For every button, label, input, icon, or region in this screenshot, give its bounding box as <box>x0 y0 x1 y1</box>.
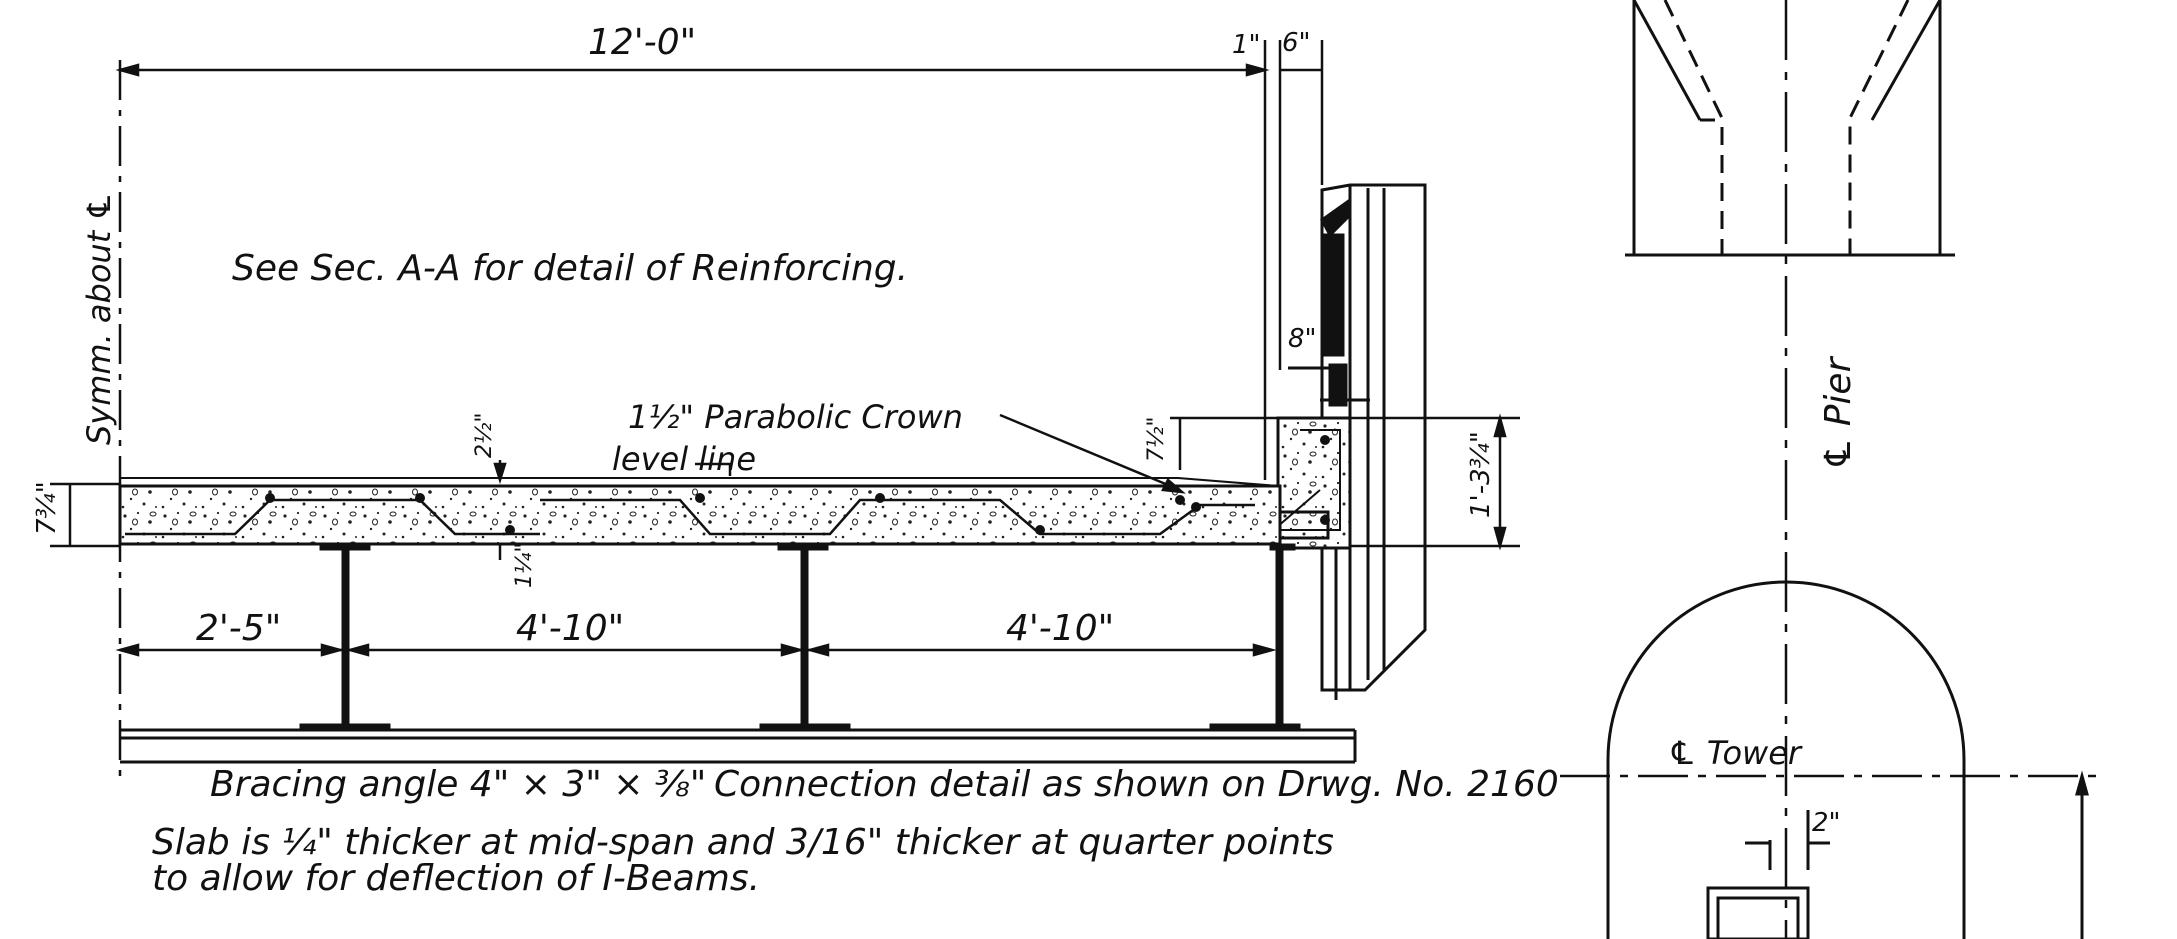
crown-dimension <box>493 413 1186 560</box>
connection-note: Connection detail as shown on Drwg. No. … <box>714 764 1559 805</box>
rail-offset-label: 8" <box>1288 324 1317 354</box>
i-beams <box>299 543 1301 732</box>
slab-thickness-label: 7¾" <box>32 481 62 535</box>
slab-thickness-dimension <box>50 482 120 548</box>
curb-width-label: 6" <box>1282 28 1311 58</box>
tower-center-label: ℄ Tower <box>1668 734 1802 772</box>
crown-rise-label: 2½" <box>472 412 497 458</box>
railing-post <box>1288 183 1427 700</box>
deck-slab <box>118 477 1282 546</box>
curb-rise-label: 7½" <box>1144 416 1169 462</box>
pier-center-label: ℄ Pier <box>1818 357 1859 470</box>
slab-note-line-2: to allow for deflection of I-Beams. <box>152 858 761 899</box>
haunch-label: 1¼" <box>512 542 537 588</box>
overall-width-dimension <box>115 40 1324 480</box>
tower-offset-label: 2" <box>1812 808 1841 838</box>
span-2-label: 4'-10" <box>516 608 625 649</box>
level-line-leader <box>695 462 732 476</box>
overall-width-label: 12'-0" <box>588 22 697 63</box>
level-line-label: level line <box>612 440 757 478</box>
bracing-note: Bracing angle 4" × 3" × ⅜" <box>210 764 707 805</box>
curb-gap-label: 1" <box>1232 30 1261 60</box>
beam-spacing-dimension <box>115 643 1277 657</box>
slab-note-line-1: Slab is ¼" thicker at mid-span and 3/16"… <box>152 822 1334 863</box>
reinforcing-note: See Sec. A-A for detail of Reinforcing. <box>232 248 909 289</box>
bracing-angle <box>120 728 1357 764</box>
curb-depth-dimension <box>1170 413 1520 551</box>
crown-label: 1½" Parabolic Crown <box>628 398 963 436</box>
curb-depth-label: 1'-3¾" <box>1466 431 1496 518</box>
tower-outline <box>1560 580 2100 939</box>
pier-elevation <box>1625 0 1955 257</box>
span-3-label: 4'-10" <box>1006 608 1115 649</box>
symmetry-label: Symm. about ℄ <box>80 191 118 445</box>
span-1-label: 2'-5" <box>196 608 282 649</box>
